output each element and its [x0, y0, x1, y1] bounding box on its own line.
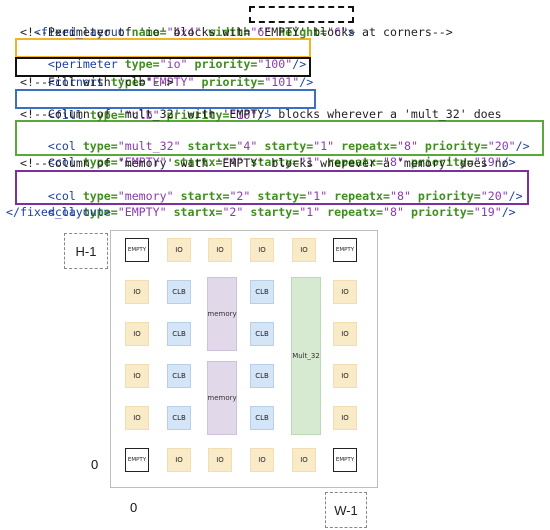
- clb-block: CLB: [250, 280, 274, 304]
- block-grid: EMPTY IO IO IO IO EMPTY IO CLB CLB IO IO CLB CLB IO IO…: [110, 230, 378, 488]
- clb-block: CLB: [250, 364, 274, 388]
- empty-block: EMPTY: [125, 238, 149, 262]
- code-comment-perimeter: <!--Perimeter of 'io' blocks with 'EMPTY…: [20, 25, 453, 39]
- h1-label: H-1: [75, 243, 97, 259]
- io-block: IO: [292, 448, 316, 472]
- code-line-col-memory: <col type="memory" startx="2" starty="1"…: [47, 189, 523, 203]
- io-block: IO: [125, 406, 149, 430]
- code-line-perimeter: <perimeter type="io" priority="100"/>: [47, 57, 307, 71]
- io-block: IO: [333, 364, 357, 388]
- x-origin-label: 0: [130, 500, 138, 515]
- h1-label-box: H-1: [64, 233, 108, 269]
- code-comment-mult: <!--Column of 'mult_32' with 'EMPTY' blo…: [20, 107, 502, 121]
- code-line-col-empty-memory: <col type="EMPTY" startx="2" starty="1" …: [47, 205, 516, 219]
- io-block: IO: [125, 322, 149, 346]
- code-line-col-empty-mult: <col type="EMPTY" startx="4" starty="1" …: [47, 155, 516, 169]
- io-block: IO: [167, 448, 191, 472]
- io-block: IO: [333, 406, 357, 430]
- clb-block: CLB: [250, 322, 274, 346]
- empty-block: EMPTY: [333, 448, 357, 472]
- code-line-fixed-layout-close: </fixed_layout>: [6, 205, 111, 219]
- fill-highlight-box: [15, 89, 316, 109]
- clb-block: CLB: [167, 406, 191, 430]
- clb-block: CLB: [167, 364, 191, 388]
- memory-highlight-box: [15, 170, 529, 205]
- io-block: IO: [333, 280, 357, 304]
- mult-32-block: Mult_32: [291, 277, 321, 435]
- code-line-col-mult: <col type="mult_32" startx="4" starty="1…: [47, 139, 530, 153]
- w1-label-box: W-1: [325, 492, 367, 528]
- io-block: IO: [333, 322, 357, 346]
- code-comment-fill: <!--Fill with 'clb'-->: [20, 75, 174, 89]
- io-block: IO: [208, 238, 232, 262]
- code-line-corners: <corners type="EMPTY" priority="101"/>: [47, 75, 314, 89]
- io-block: IO: [125, 280, 149, 304]
- corners-highlight-box: [15, 57, 311, 77]
- memory-block-lower: memory: [207, 361, 237, 435]
- empty-block: EMPTY: [125, 448, 149, 472]
- io-block: IO: [250, 448, 274, 472]
- code-line-fill: <fill type="clb" priority="10"/>: [47, 108, 272, 122]
- clb-block: CLB: [167, 280, 191, 304]
- clb-block: CLB: [250, 406, 274, 430]
- w1-label: W-1: [334, 502, 358, 518]
- fpga-grid-diagram: H-1 W-1 0 0 EMPTY IO IO IO IO EMPTY IO CLB CLB IO…: [0, 230, 550, 530]
- memory-block-upper: memory: [207, 277, 237, 351]
- y-origin-label: 0: [91, 457, 99, 472]
- io-block: IO: [292, 238, 316, 262]
- code-comment-memory: <!--Column of 'memory' with 'EMPTY' bloc…: [20, 156, 509, 170]
- io-block: IO: [125, 364, 149, 388]
- io-block: IO: [250, 238, 274, 262]
- empty-block: EMPTY: [333, 238, 357, 262]
- dimension-highlight-box: [249, 6, 354, 23]
- clb-block: CLB: [167, 322, 191, 346]
- io-block: IO: [167, 238, 191, 262]
- code-line-fixed-layout: <fixed_layout name="4x4" width="6" heigh…: [33, 25, 356, 39]
- io-block: IO: [208, 448, 232, 472]
- mult-highlight-box: [15, 120, 544, 156]
- xml-code-listing: <fixed_layout name="4x4" width="6" heigh…: [0, 0, 550, 230]
